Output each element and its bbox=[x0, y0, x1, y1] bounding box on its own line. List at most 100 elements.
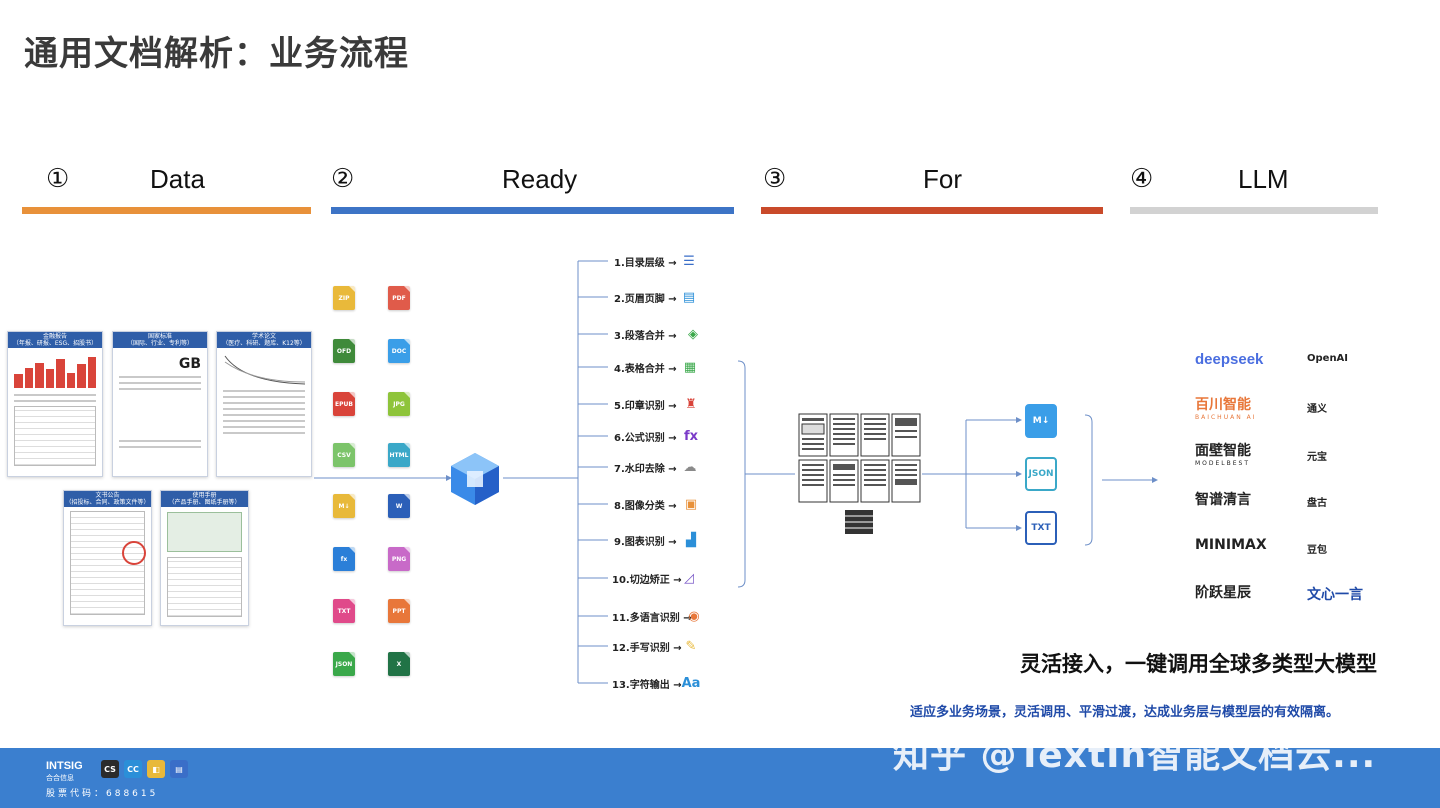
feature-label: 6.公式识别 → bbox=[614, 433, 677, 444]
document-title: 文书公告 bbox=[95, 492, 120, 499]
llm-logo: deepseek bbox=[1195, 351, 1263, 368]
file-png-icon: PNG bbox=[388, 547, 410, 571]
llm-name: OpenAI bbox=[1307, 353, 1349, 364]
llm-name: 面壁智能 bbox=[1195, 443, 1251, 459]
stage-bar bbox=[1130, 207, 1378, 214]
document-line-chart bbox=[224, 355, 306, 385]
feature-label: 8.图像分类 → bbox=[614, 501, 677, 512]
document-line bbox=[119, 446, 201, 448]
stage-name: Data bbox=[150, 164, 205, 194]
llm-name: 阶跃星辰 bbox=[1195, 585, 1251, 601]
llm-name: deepseek bbox=[1195, 351, 1264, 368]
document-line bbox=[223, 420, 305, 422]
document-line bbox=[119, 376, 201, 378]
file-zip-icon: ZIP bbox=[333, 286, 355, 310]
document-line bbox=[14, 394, 96, 396]
document-subtitle: （招投标、合同、政策文件等） bbox=[65, 499, 150, 506]
document-header: 使用手册（产品手册、图纸手册等） bbox=[161, 491, 248, 507]
file-html-icon: HTML bbox=[388, 443, 410, 467]
stage-name: LLM bbox=[1238, 164, 1289, 194]
feature-label: 12.手写识别 → bbox=[612, 643, 682, 654]
llm-subname: MODELBEST bbox=[1195, 460, 1251, 467]
document-title: 国家标准 bbox=[147, 333, 172, 340]
document-line bbox=[119, 440, 201, 442]
feature-label: 9.图表识别 → bbox=[614, 537, 677, 548]
llm-name: 百川智能 bbox=[1195, 397, 1251, 413]
document-financial-report: 金融报告（年报、研报、ESG、招股书） bbox=[7, 331, 103, 477]
feature-icon: ✎ bbox=[685, 638, 697, 654]
textin-cube-icon bbox=[451, 453, 499, 505]
camcard-icon: CC bbox=[124, 760, 142, 778]
document-title: 学术论文 bbox=[251, 333, 276, 340]
feature-icon: ▦ bbox=[683, 359, 697, 375]
document-line bbox=[223, 396, 305, 398]
file-txt-icon: TXT bbox=[333, 599, 355, 623]
description: 适应多业务场景，灵活调用、平滑过渡，达成业务层与模型层的有效隔离。 bbox=[910, 705, 1340, 720]
feature-label: 2.页眉页脚 → bbox=[614, 294, 677, 305]
llm-name: MINIMAX bbox=[1195, 537, 1267, 553]
document-title: 使用手册 bbox=[192, 492, 217, 499]
document-title: 金融报告 bbox=[42, 333, 67, 340]
llm-name: 元宝 bbox=[1307, 452, 1327, 463]
stage-name: Ready bbox=[502, 164, 578, 194]
document-line bbox=[119, 388, 201, 390]
document-academic-paper: 学术论文（医疗、科研、题库、K12等） bbox=[216, 331, 312, 477]
file-m-icon: M↓ bbox=[333, 494, 355, 518]
file-doc-icon: DOC bbox=[388, 339, 410, 363]
document-national-standard: 国家标准（国际、行业、专利等） GB bbox=[112, 331, 208, 477]
llm-logo: 阶跃星辰 bbox=[1195, 582, 1251, 602]
feature-label: 3.段落合并 → bbox=[614, 331, 677, 342]
file-x-icon: X bbox=[388, 652, 410, 676]
document-line bbox=[223, 414, 305, 416]
feature-label: 1.目录层级 → bbox=[614, 258, 677, 269]
file-jpg-icon: JPG bbox=[388, 392, 410, 416]
feature-icon: ▟ bbox=[686, 532, 696, 548]
watermark: 知乎 @TextIn智能文档云... bbox=[893, 735, 1377, 776]
slogan: 灵活接入，一键调用全球多类型大模型 bbox=[1020, 652, 1377, 676]
feature-label: 11.多语言识别 → bbox=[612, 613, 692, 624]
feature-icon: ◈ bbox=[688, 326, 698, 342]
stage-bar bbox=[331, 207, 734, 214]
page-title: 通用文档解析：业务流程 bbox=[24, 34, 409, 74]
document-subtitle: （国际、行业、专利等） bbox=[126, 340, 193, 347]
feature-icon: ☰ bbox=[683, 253, 695, 269]
feature-label: 10.切边矫正 → bbox=[612, 575, 682, 586]
stage-number: ④ bbox=[1130, 164, 1154, 194]
stage-number: ③ bbox=[763, 164, 787, 194]
document-table bbox=[14, 406, 96, 466]
file-ppt-icon: PPT bbox=[388, 599, 410, 623]
feature-label: 13.字符输出 → bbox=[612, 680, 682, 691]
document-subtitle: （产品手册、图纸手册等） bbox=[168, 499, 241, 506]
feature-icon: fx bbox=[683, 428, 699, 444]
stage-for: ③ For bbox=[761, 160, 1103, 220]
document-header: 文书公告（招投标、合同、政策文件等） bbox=[64, 491, 151, 507]
document-subtitle: （医疗、科研、题库、K12等） bbox=[222, 340, 306, 347]
llm-logo: 智谱清言 bbox=[1195, 489, 1251, 509]
output-json-icon: JSON bbox=[1025, 457, 1057, 491]
document-chart bbox=[14, 354, 96, 388]
output-m-icon: M↓ bbox=[1025, 404, 1057, 438]
feature-label: 7.水印去除 → bbox=[614, 464, 677, 475]
feature-icon: ◉ bbox=[688, 608, 700, 624]
document-header: 国家标准（国际、行业、专利等） bbox=[113, 332, 207, 348]
feature-icon: ▤ bbox=[682, 289, 696, 305]
file-json-icon: JSON bbox=[333, 652, 355, 676]
stage-bar bbox=[22, 207, 311, 214]
file-epub-icon: EPUB bbox=[333, 392, 355, 416]
parsed-layout-graphic bbox=[798, 413, 921, 534]
feature-label: 4.表格合并 → bbox=[614, 364, 677, 375]
stage-data: ① Data bbox=[22, 160, 311, 220]
manual-figure bbox=[167, 512, 242, 552]
document-line bbox=[223, 432, 305, 434]
llm-name: 豆包 bbox=[1307, 545, 1327, 556]
document-line bbox=[223, 408, 305, 410]
document-line bbox=[14, 400, 96, 402]
file-w-icon: W bbox=[388, 494, 410, 518]
qixinbao-icon: ◧ bbox=[147, 760, 165, 778]
stage-bar bbox=[761, 207, 1103, 214]
llm-name: 通义 bbox=[1307, 404, 1327, 415]
llm-name: 智谱清言 bbox=[1195, 492, 1251, 508]
feature-icon: ♜ bbox=[685, 396, 697, 412]
stage-number: ① bbox=[46, 164, 70, 194]
